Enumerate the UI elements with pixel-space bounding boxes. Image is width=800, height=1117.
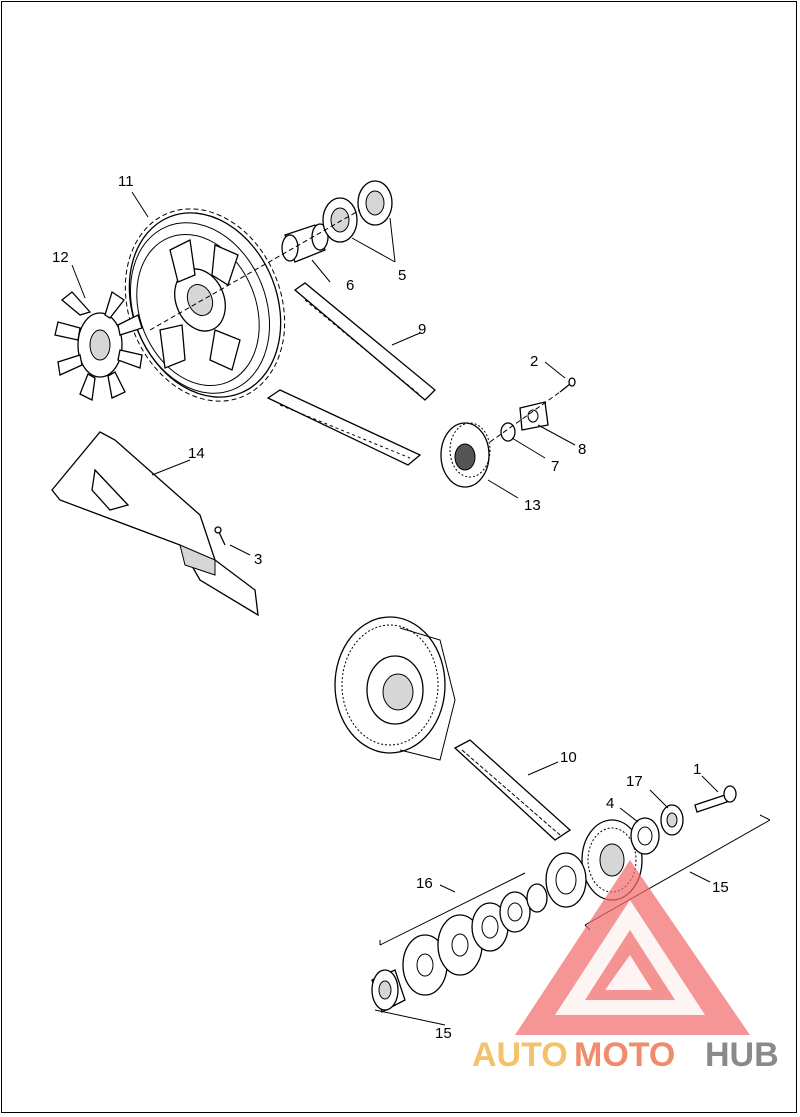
callout-3: 3	[254, 551, 262, 568]
bolt-1	[694, 785, 737, 813]
callout-labels: 11 12 5 6 9 2 8 7 13 14 3 10 17 1 4 16 1…	[52, 173, 729, 1042]
callout-11: 11	[118, 173, 134, 190]
callout-1: 1	[693, 761, 701, 778]
clutch-shell	[334, 616, 456, 761]
watermark-logo	[515, 860, 750, 1035]
bushing-17	[660, 804, 684, 836]
callout-15-right: 15	[712, 879, 729, 896]
callout-16: 16	[416, 875, 433, 892]
rear-pulley	[124, 208, 286, 402]
belt-guard	[51, 431, 259, 617]
sprocket-nut	[500, 422, 516, 442]
guard-screw	[214, 526, 226, 546]
washer-4	[630, 817, 660, 855]
lock-screw	[559, 377, 576, 393]
wheel-bearings	[322, 180, 393, 243]
callout-8: 8	[578, 441, 586, 458]
watermark-hub: HUB	[705, 1036, 779, 1074]
callout-10: 10	[560, 749, 577, 766]
drive-belt	[266, 282, 436, 466]
watermark-moto: MOTO	[574, 1036, 675, 1074]
callout-15-bottom: 15	[435, 1025, 452, 1042]
watermark-text: AUTO MOTO HUB	[472, 1036, 779, 1074]
pulley-fan	[54, 290, 143, 401]
callout-7: 7	[551, 458, 559, 475]
wheel-spacer	[281, 223, 329, 263]
lock-plate	[519, 401, 549, 431]
spline-hub	[371, 969, 406, 1013]
callout-2: 2	[530, 353, 538, 370]
clutch-washers	[402, 883, 548, 996]
callout-4: 4	[606, 795, 614, 812]
watermark-auto: AUTO	[472, 1036, 568, 1074]
callout-14: 14	[188, 445, 205, 462]
primary-chain	[453, 739, 572, 841]
callout-12: 12	[52, 249, 69, 266]
compensator-cam	[545, 852, 587, 908]
callout-13: 13	[524, 497, 541, 514]
callout-5: 5	[398, 267, 406, 284]
callout-17: 17	[626, 773, 643, 790]
leader-lines	[71, 191, 719, 893]
callout-6: 6	[346, 277, 354, 294]
transmission-sprocket	[440, 422, 491, 488]
callout-9: 9	[418, 321, 426, 338]
